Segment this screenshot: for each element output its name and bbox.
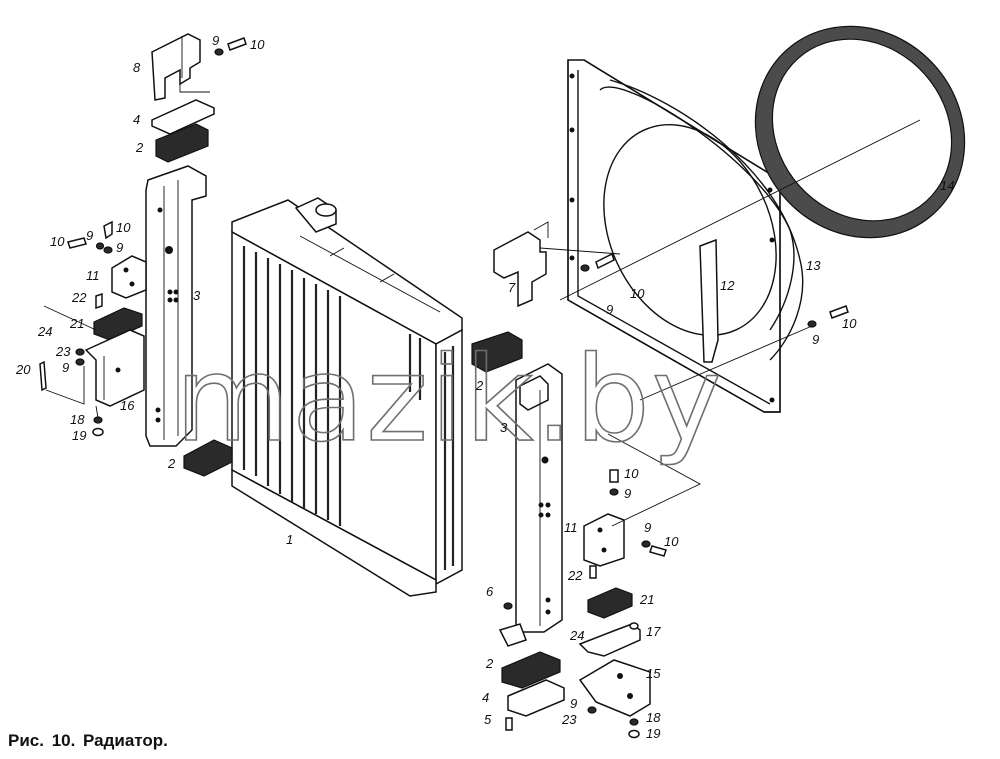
part-15-lower-bracket	[578, 659, 651, 717]
callout-2: 2	[135, 140, 144, 155]
callout-3: 3	[500, 420, 508, 435]
bolt-10-right	[829, 305, 849, 319]
part-11-left-plate	[111, 255, 147, 299]
callout-1: 1	[286, 532, 293, 547]
callout-4: 4	[482, 690, 489, 705]
callout-9: 9	[570, 696, 577, 711]
callout-4: 4	[133, 112, 140, 127]
callout-2: 2	[485, 656, 494, 671]
part-8-top-bracket	[151, 33, 201, 101]
callout-19: 19	[646, 726, 660, 741]
callout-20: 20	[15, 362, 31, 377]
callout-9: 9	[624, 486, 631, 501]
radiator-fins	[242, 246, 455, 570]
callout-9: 9	[644, 520, 651, 535]
callout-9: 9	[86, 228, 93, 243]
callout-7: 7	[508, 280, 516, 295]
callout-17: 17	[646, 624, 661, 639]
callout-5: 5	[484, 712, 492, 727]
callout-21: 21	[69, 316, 84, 331]
callout-10: 10	[624, 466, 639, 481]
callout-9: 9	[606, 302, 613, 317]
callout-2: 2	[475, 378, 484, 393]
bolt-10-left	[67, 237, 87, 249]
callout-9: 9	[62, 360, 69, 375]
left-bracket-assembly	[39, 33, 247, 447]
watermark: mazik.by	[175, 330, 724, 468]
callout-10: 10	[116, 220, 131, 235]
bolt-20	[39, 360, 47, 392]
right-support-assembly	[471, 331, 701, 739]
callout-3: 3	[193, 288, 201, 303]
callout-18: 18	[646, 710, 661, 725]
callout-18: 18	[70, 412, 85, 427]
callout-labels: 8 9 10 4 2 3 10 9 9 10 11 22 21 24 23 20…	[15, 33, 954, 741]
part-14-fan-ring	[754, 25, 966, 239]
callout-19: 19	[72, 428, 86, 443]
callout-10: 10	[50, 234, 65, 249]
part-4-plate	[151, 99, 215, 135]
callout-8: 8	[133, 60, 141, 75]
callout-22: 22	[71, 290, 87, 305]
callout-9: 9	[812, 332, 819, 347]
callout-22: 22	[567, 568, 583, 583]
callout-23: 23	[55, 344, 71, 359]
callout-24: 24	[37, 324, 52, 339]
part-21-cushion-left	[93, 307, 143, 341]
part-21-cushion-right	[587, 587, 633, 619]
callout-16: 16	[120, 398, 135, 413]
part-12-baffle	[699, 238, 719, 363]
callout-10: 10	[630, 286, 645, 301]
part-7-shroud-bracket	[493, 221, 621, 308]
callout-9: 9	[212, 33, 219, 48]
callout-23: 23	[561, 712, 577, 727]
callout-10: 10	[664, 534, 679, 549]
callout-11: 11	[86, 268, 100, 283]
callout-2: 2	[167, 456, 176, 471]
callout-10: 10	[842, 316, 857, 331]
part-4-lower-plate	[507, 679, 565, 717]
callout-21: 21	[639, 592, 654, 607]
bolt-10-upright	[103, 220, 113, 240]
part-16-lower-bracket	[84, 329, 145, 407]
callout-12: 12	[720, 278, 735, 293]
callout-13: 13	[806, 258, 821, 273]
part-17-bracket	[578, 623, 641, 657]
callout-14: 14	[940, 178, 954, 193]
callout-10: 10	[250, 37, 265, 52]
part-2-cushion-top	[155, 123, 209, 163]
bolt-10-top	[227, 37, 247, 51]
callout-9: 9	[116, 240, 123, 255]
callout-11: 11	[564, 520, 578, 535]
part-3-left-support	[145, 165, 207, 447]
bolt-5	[505, 717, 513, 731]
washer-9-top	[214, 48, 224, 56]
part-2-cushion-right-lower	[501, 651, 561, 689]
part-11-right-plate	[583, 513, 625, 567]
nut-6	[503, 602, 513, 610]
callout-6: 6	[486, 584, 494, 599]
figure-caption: Рис. 10. Радиатор.	[8, 731, 168, 750]
part-1-radiator-core	[231, 197, 463, 597]
part-2-cushion-right-top	[471, 331, 523, 373]
callout-15: 15	[646, 666, 661, 681]
part-2-cushion-lower-left	[183, 439, 233, 477]
callout-24: 24	[569, 628, 584, 643]
part-13-fan-shroud	[567, 59, 804, 413]
